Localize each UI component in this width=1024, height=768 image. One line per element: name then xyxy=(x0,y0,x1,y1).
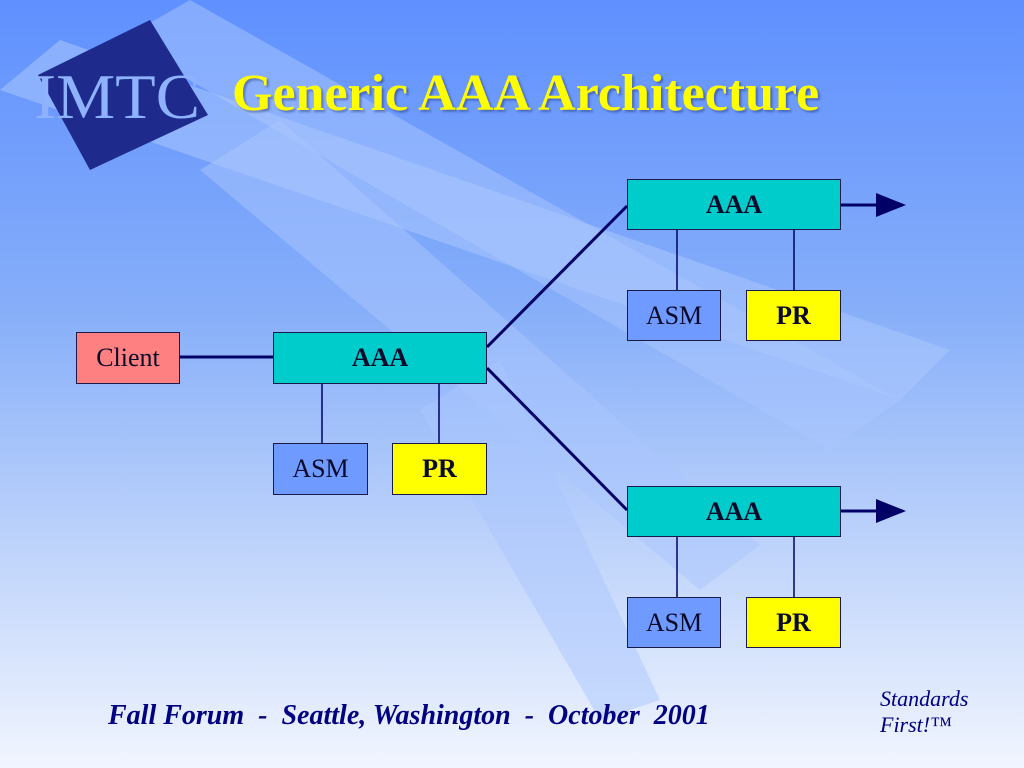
upper-asm-label: ASM xyxy=(645,300,703,330)
lower-pr-box: PR xyxy=(746,597,841,648)
center-asm-label: ASM xyxy=(292,454,349,483)
client-box: Client xyxy=(76,332,180,384)
upper-asm-box: ASM xyxy=(627,290,721,341)
slide-title: Generic AAA Architecture xyxy=(232,65,820,122)
slogan-line-1: Standards xyxy=(880,686,969,711)
lower-asm-box: ASM xyxy=(627,597,721,648)
aaa-to-upper-aaa-line xyxy=(485,204,629,349)
upper-aaa-label: AAA xyxy=(705,189,763,219)
lower-asm-label: ASM xyxy=(645,607,703,637)
upper-pr-box: PR xyxy=(746,290,841,341)
upper-pr-label: PR xyxy=(776,300,811,330)
slogan-line-2: First!™ xyxy=(880,712,952,737)
center-asm-box: ASM xyxy=(273,443,368,495)
center-pr-label: PR xyxy=(422,454,457,483)
logo-text: IMTC xyxy=(34,61,200,132)
upper-aaa-box: AAA xyxy=(627,179,841,230)
imtc-logo: IMTC xyxy=(34,20,208,170)
center-pr-box: PR xyxy=(392,443,487,495)
lower-pr-label: PR xyxy=(776,607,811,637)
lower-aaa-box: AAA xyxy=(627,486,841,537)
aaa-to-lower-aaa-line xyxy=(485,366,629,512)
footer-event: Fall Forum - Seattle, Washington - Octob… xyxy=(108,700,710,731)
center-aaa-box: AAA xyxy=(273,332,487,384)
slogan: Standards First!™ xyxy=(880,686,968,738)
logo-diamond xyxy=(38,20,208,170)
client-label: Client xyxy=(96,343,160,372)
lower-aaa-label: AAA xyxy=(705,496,763,526)
center-aaa-label: AAA xyxy=(351,343,409,372)
